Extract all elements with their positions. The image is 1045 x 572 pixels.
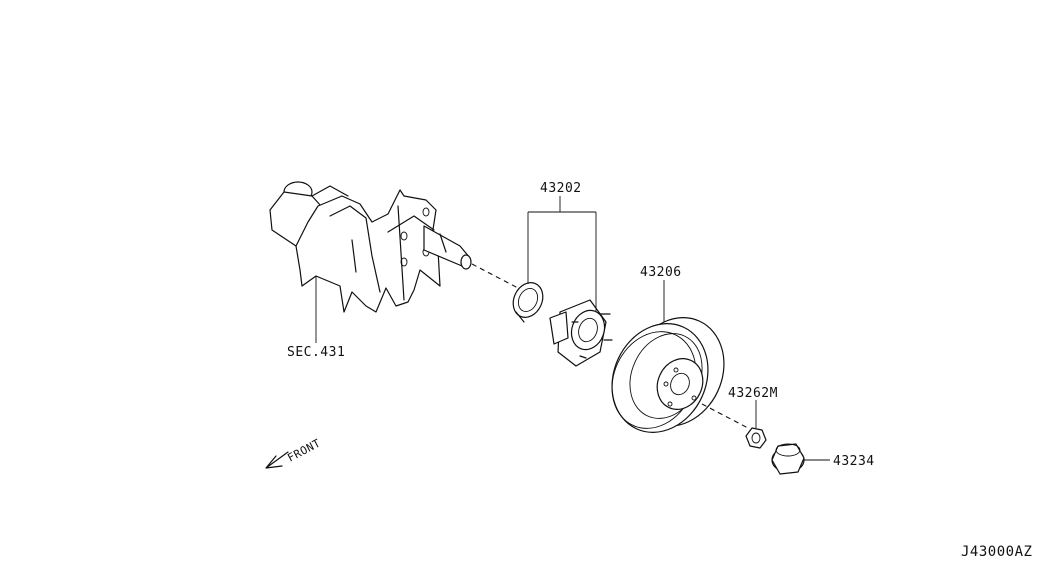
label-front: FRONT [285,436,323,464]
label-43202: 43202 [540,181,582,196]
centerline-1 [471,263,519,289]
label-sec-431: SEC.431 [287,345,345,360]
axle-knuckle-drawing [269,181,472,343]
nut-drawing [745,400,767,449]
seal-drawing [512,282,544,323]
label-43206: 43206 [640,265,682,280]
brake-drum-drawing [611,280,725,433]
hub-bearing-drawing [549,299,613,367]
bracket-43202 [527,196,597,312]
cap-drawing [771,443,830,475]
front-arrow-icon [265,451,289,469]
centerline-2 [701,403,749,429]
label-43234: 43234 [833,454,875,469]
label-43262m: 43262M [728,386,778,401]
diagram-code: J43000AZ [961,544,1032,560]
